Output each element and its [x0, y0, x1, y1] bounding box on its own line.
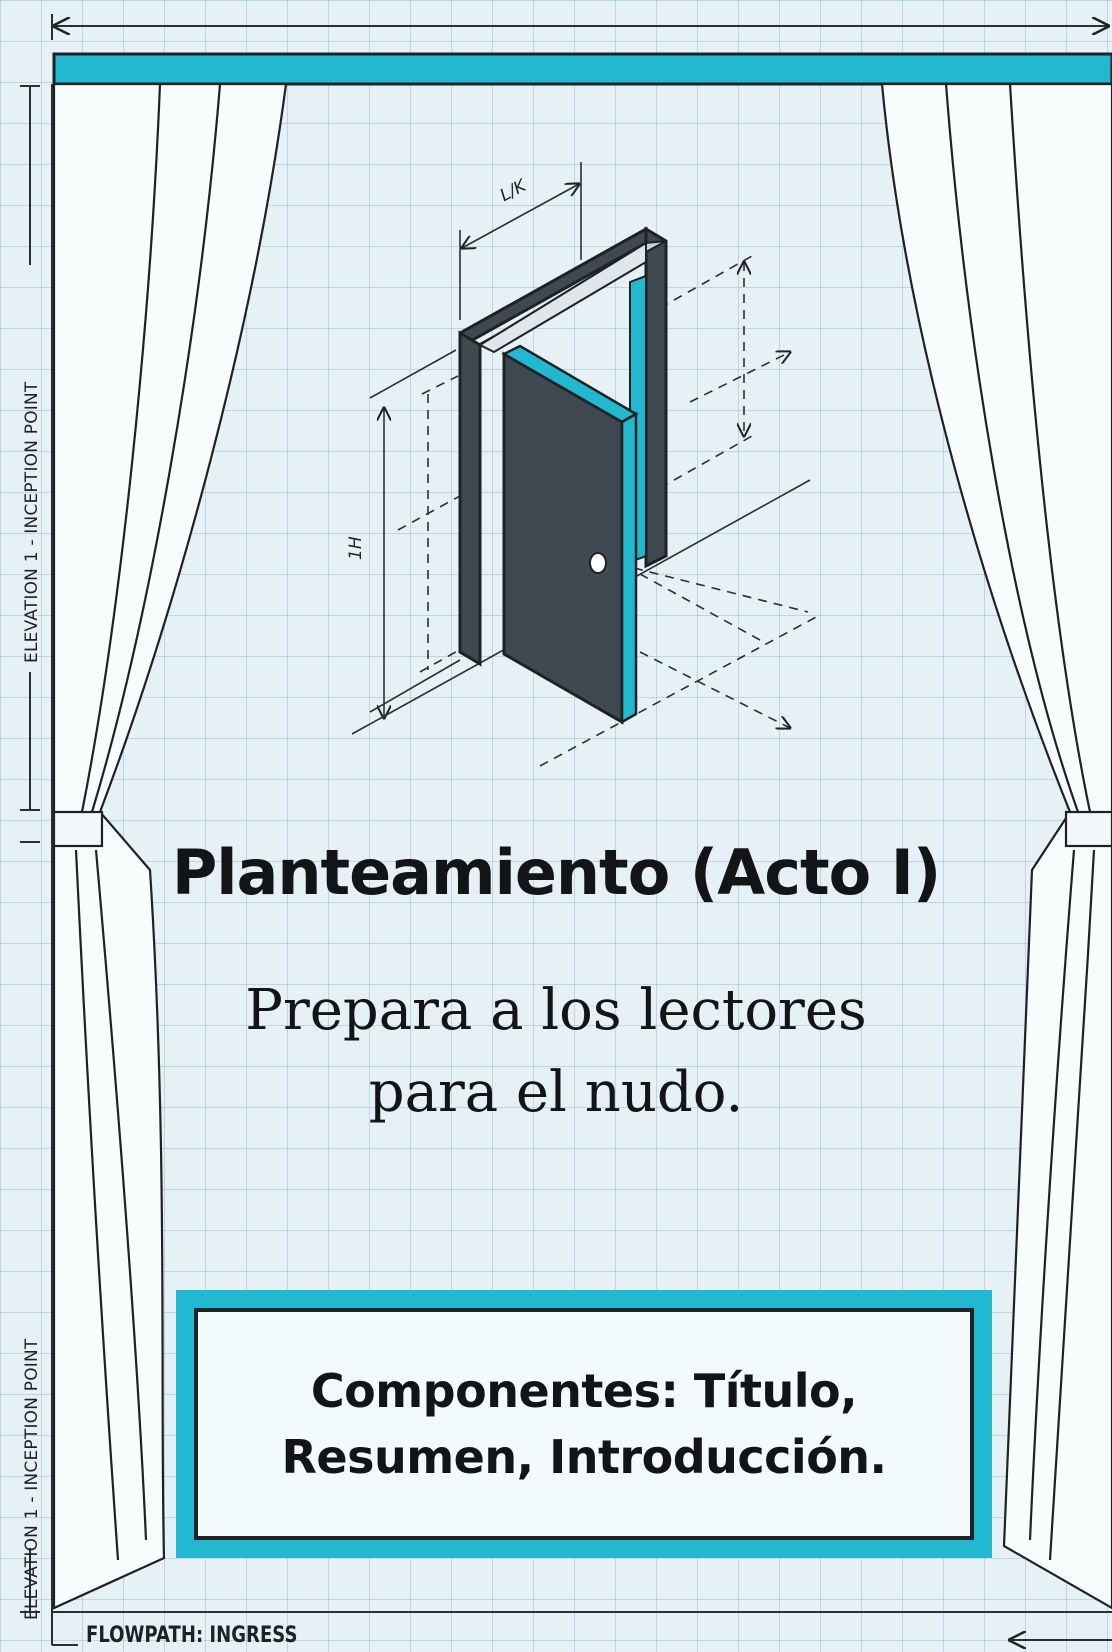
- door-icon: [351, 162, 819, 767]
- components-box-inner: Componentes: Título, Resumen, Introducci…: [194, 1308, 974, 1540]
- footer-label: FLOWPATH: INGRESS: [86, 1623, 298, 1648]
- components-line: Resumen, Introducción.: [281, 1430, 887, 1484]
- left-frame-lines: [20, 84, 1112, 1645]
- page-title: Planteamiento (Acto I): [171, 836, 941, 909]
- curtain-right-icon: [880, 82, 1112, 1610]
- curtain-left-icon: [52, 82, 288, 1610]
- subtitle-line: para el nudo.: [368, 1060, 744, 1125]
- components-line: Componentes: Título,: [310, 1364, 858, 1418]
- top-dimension-line: [51, 14, 1108, 40]
- subtitle: Prepara a los lectores para el nudo.: [0, 970, 1112, 1134]
- curtain-rod: [52, 52, 1112, 86]
- dimension-height-label: 1H: [346, 536, 366, 560]
- components-box: Componentes: Título, Resumen, Introducci…: [176, 1290, 992, 1558]
- subtitle-line: Prepara a los lectores: [245, 978, 867, 1043]
